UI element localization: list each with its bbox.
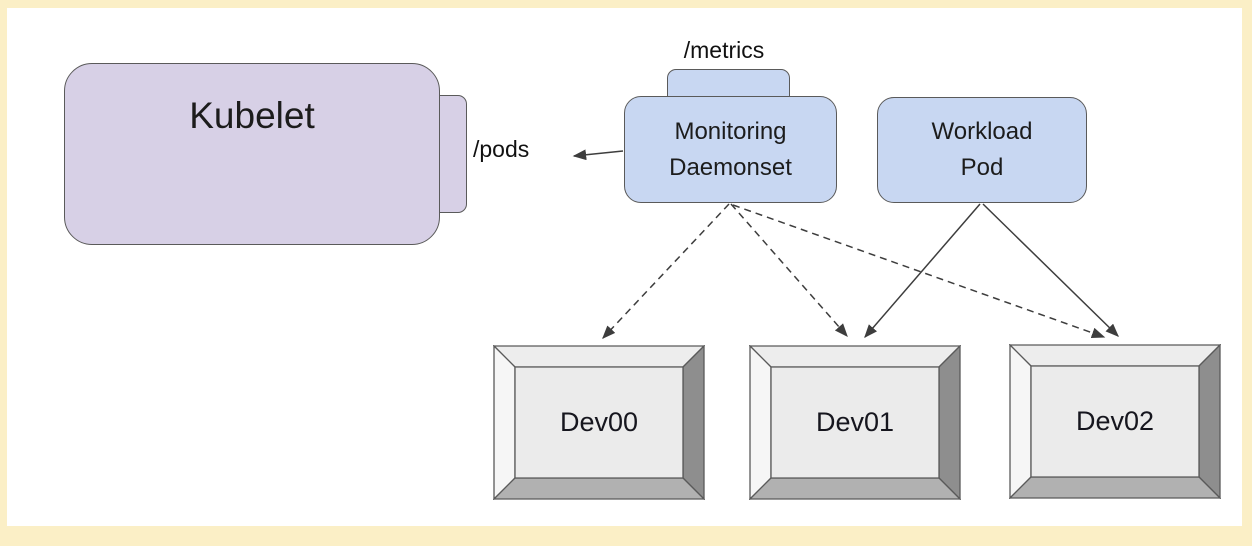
device-dev00-label: Dev00 [559, 407, 639, 437]
workload-pod-node: Workload Pod [877, 97, 1087, 203]
kubelet-label: Kubelet [189, 95, 315, 136]
workload-pod-label-line2: Pod [960, 154, 1004, 181]
arrow-workload-to-dev01 [864, 203, 981, 339]
kubelet-node: Kubelet [64, 63, 440, 245]
monitoring-daemonset-node: Monitoring Daemonset [624, 96, 837, 203]
device-dev02-label: Dev02 [1075, 406, 1155, 436]
pods-endpoint-label: /pods [473, 136, 530, 162]
workload-pod-label-line1: Workload [931, 118, 1033, 145]
arrow-daemonset-to-dev00 [602, 203, 730, 339]
diagram-canvas: Kubelet /pods /metrics Monitoring Daemon… [7, 8, 1242, 526]
device-dev01: Dev01 [749, 345, 961, 500]
arrow-daemonset-to-pods [572, 149, 624, 161]
device-dev00: Dev00 [493, 345, 705, 500]
device-dev02: Dev02 [1009, 344, 1221, 499]
metrics-endpoint-label: /metrics [683, 37, 765, 63]
arrow-daemonset-to-dev02 [732, 204, 1106, 339]
monitoring-daemonset-label: Monitoring Daemonset [669, 114, 792, 186]
monitoring-daemonset-label-line2: Daemonset [669, 153, 792, 181]
monitoring-daemonset-label-line1: Monitoring [674, 117, 787, 145]
workload-pod-label: Workload Pod [932, 114, 1033, 186]
device-frame [749, 345, 961, 500]
arrow-daemonset-to-dev01 [730, 203, 848, 338]
arrow-workload-to-dev02 [982, 203, 1119, 337]
device-frame [1009, 344, 1221, 499]
device-dev01-label: Dev01 [815, 407, 895, 437]
device-frame [493, 345, 705, 500]
